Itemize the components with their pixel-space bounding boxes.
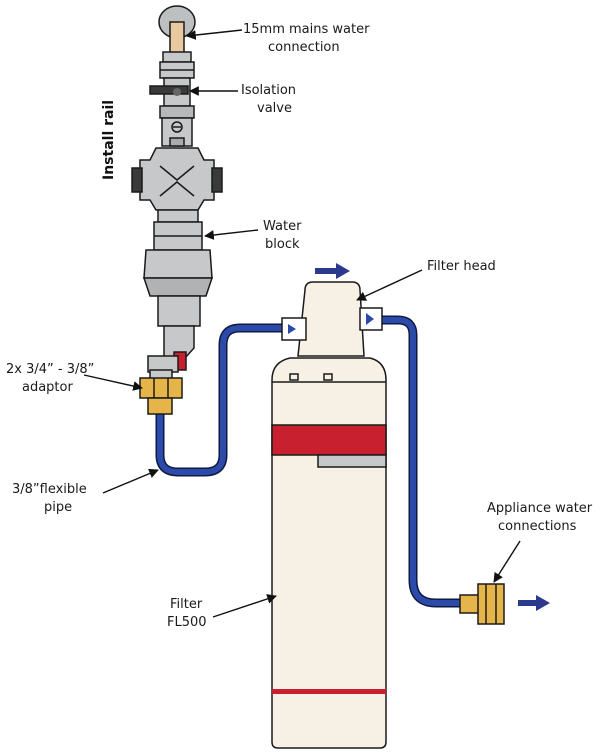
adaptor-label-line2: adaptor: [22, 380, 73, 395]
outlet-pipe: [377, 317, 465, 606]
adaptor-label-line1: 2x 3/4” - 3/8”: [6, 362, 94, 377]
filter-head-label: Filter head: [427, 259, 496, 274]
mains-connection-label-line1: 15mm mains water: [243, 22, 370, 37]
flexible-pipe-label-line2: pipe: [44, 500, 72, 515]
filter-body: [271, 357, 387, 749]
appliance-connections-label-line2: connections: [498, 519, 577, 534]
water-block-label-line2: block: [265, 237, 300, 252]
flexible-pipe: [155, 315, 467, 608]
mains-connection-label-line2: connection: [268, 40, 340, 55]
inlet-pipe: [157, 325, 285, 475]
mains-connection: [158, 5, 196, 79]
isolation-valve-label-line2: valve: [257, 101, 292, 116]
appliance-connections-label-line1: Appliance water: [487, 501, 593, 516]
install-rail-label: Install rail: [101, 100, 117, 180]
flow-arrow-out-icon: [518, 595, 550, 611]
rail-housing: [161, 117, 193, 147]
water-block: [131, 147, 223, 373]
appliance-connection: [459, 583, 505, 625]
adaptor: [139, 369, 183, 415]
water-block-label-line1: Water: [263, 219, 302, 234]
isolation-valve-label-line1: Isolation: [241, 83, 296, 98]
isolation-valve: [149, 77, 195, 119]
filter-head: [281, 281, 383, 357]
filter-label-line2: FL500: [167, 615, 207, 630]
outlet-pipe-outline: [375, 315, 467, 608]
flow-arrows: [315, 263, 550, 611]
callout-lines: [83, 29, 521, 618]
flexible-pipe-label-line1: 3/8”flexible: [12, 482, 87, 497]
filter-label-line1: Filter: [170, 597, 203, 612]
labels: 15mm mains water connection Isolation va…: [6, 22, 593, 630]
flow-arrow-in-icon: [315, 263, 350, 279]
